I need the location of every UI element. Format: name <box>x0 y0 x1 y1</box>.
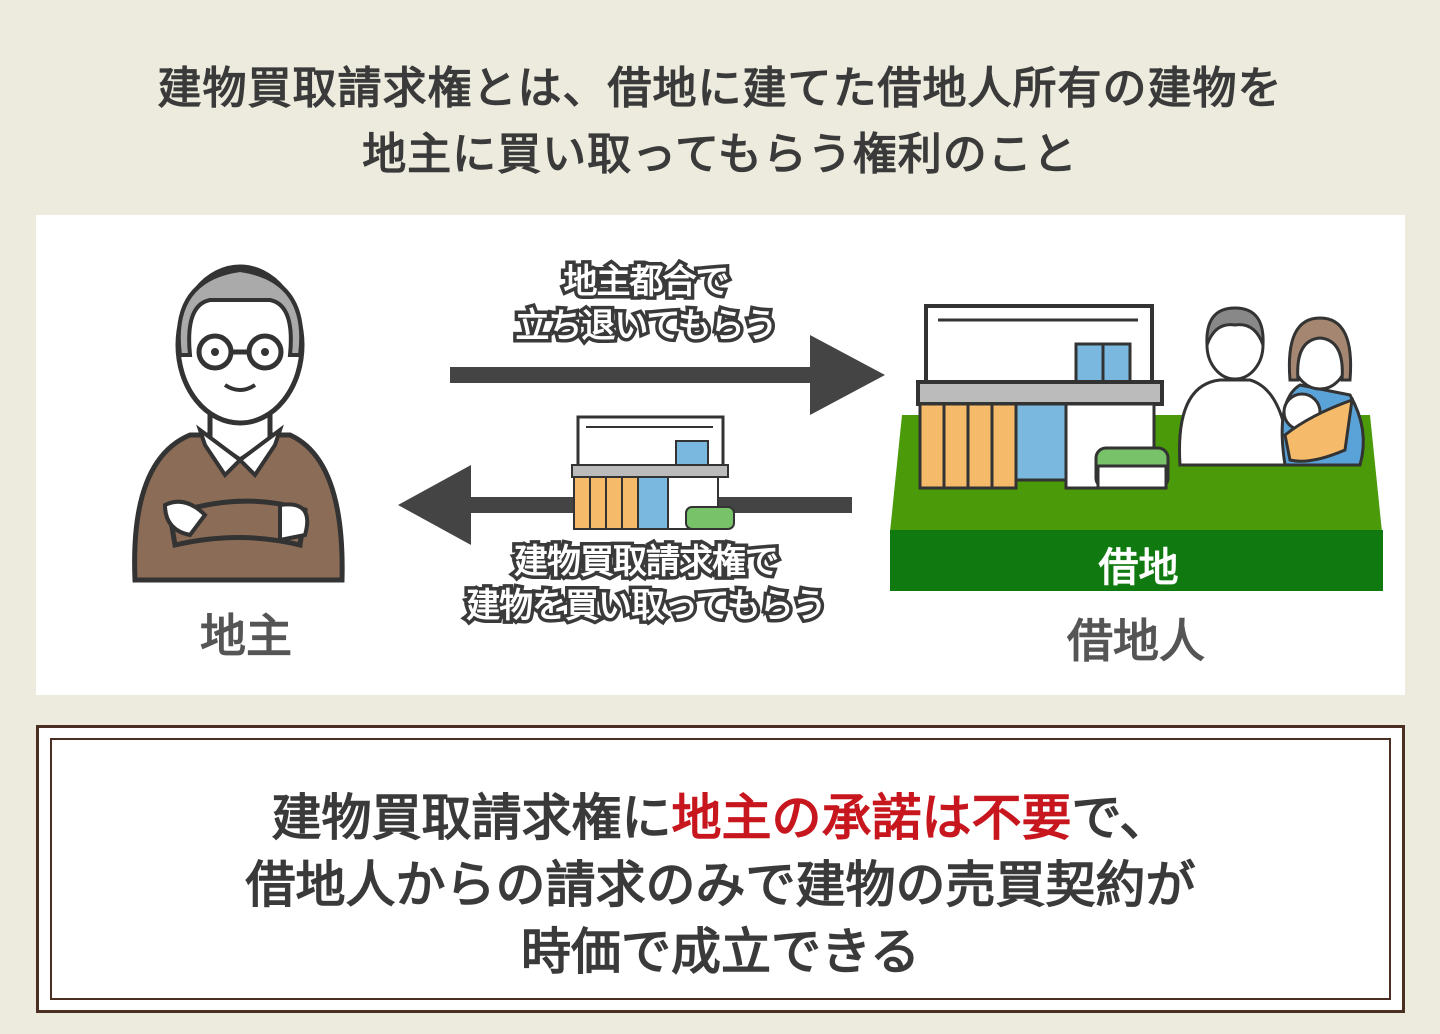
summary-line-3: 時価で成立できる <box>521 923 920 981</box>
tenant-label: 借地人 <box>1067 614 1205 668</box>
summary-line-2: 借地人からの請求のみで建物の売買契約が <box>245 856 1196 914</box>
summary-line-1-post: で、 <box>1071 789 1170 847</box>
summary-box-inner-border <box>50 738 1391 1000</box>
arrow-right-icon <box>450 335 885 415</box>
leased-land-label: 借地 <box>1098 545 1179 591</box>
arrow-left-text-line-2: 建物を買い取ってもらう <box>463 583 831 630</box>
small-house-icon <box>571 415 735 530</box>
leased-land-house-family-icon <box>890 304 1383 591</box>
arrow-right-text-line-1: 地主都合で <box>560 259 733 306</box>
title-line-2: 地主に買い取ってもらう権利のこと <box>362 129 1078 180</box>
landlord-label: 地主 <box>200 609 292 663</box>
arrow-right-text-line-2: 立ち退いてもらう <box>512 303 781 350</box>
landlord-illustration-icon <box>132 264 345 583</box>
summary-box: 建物買取請求権に地主の承諾は不要で、 借地人からの請求のみで建物の売買契約が 時… <box>36 725 1405 1013</box>
summary-line-1: 建物買取請求権に地主の承諾は不要で、 <box>39 778 1402 850</box>
diagram-panel: 地主 地主都合で 立ち退いてもらう 建物買取請求権で 建物を買い取ってもらう <box>36 215 1405 695</box>
summary-highlight: 地主の承諾は不要 <box>671 789 1072 847</box>
arrow-left-text-line-1: 建物買取請求権で <box>511 539 783 586</box>
summary-line-1-pre: 建物買取請求権に <box>271 789 672 847</box>
title-line-1: 建物買取請求権とは、借地に建てた借地人所有の建物を <box>157 63 1283 114</box>
